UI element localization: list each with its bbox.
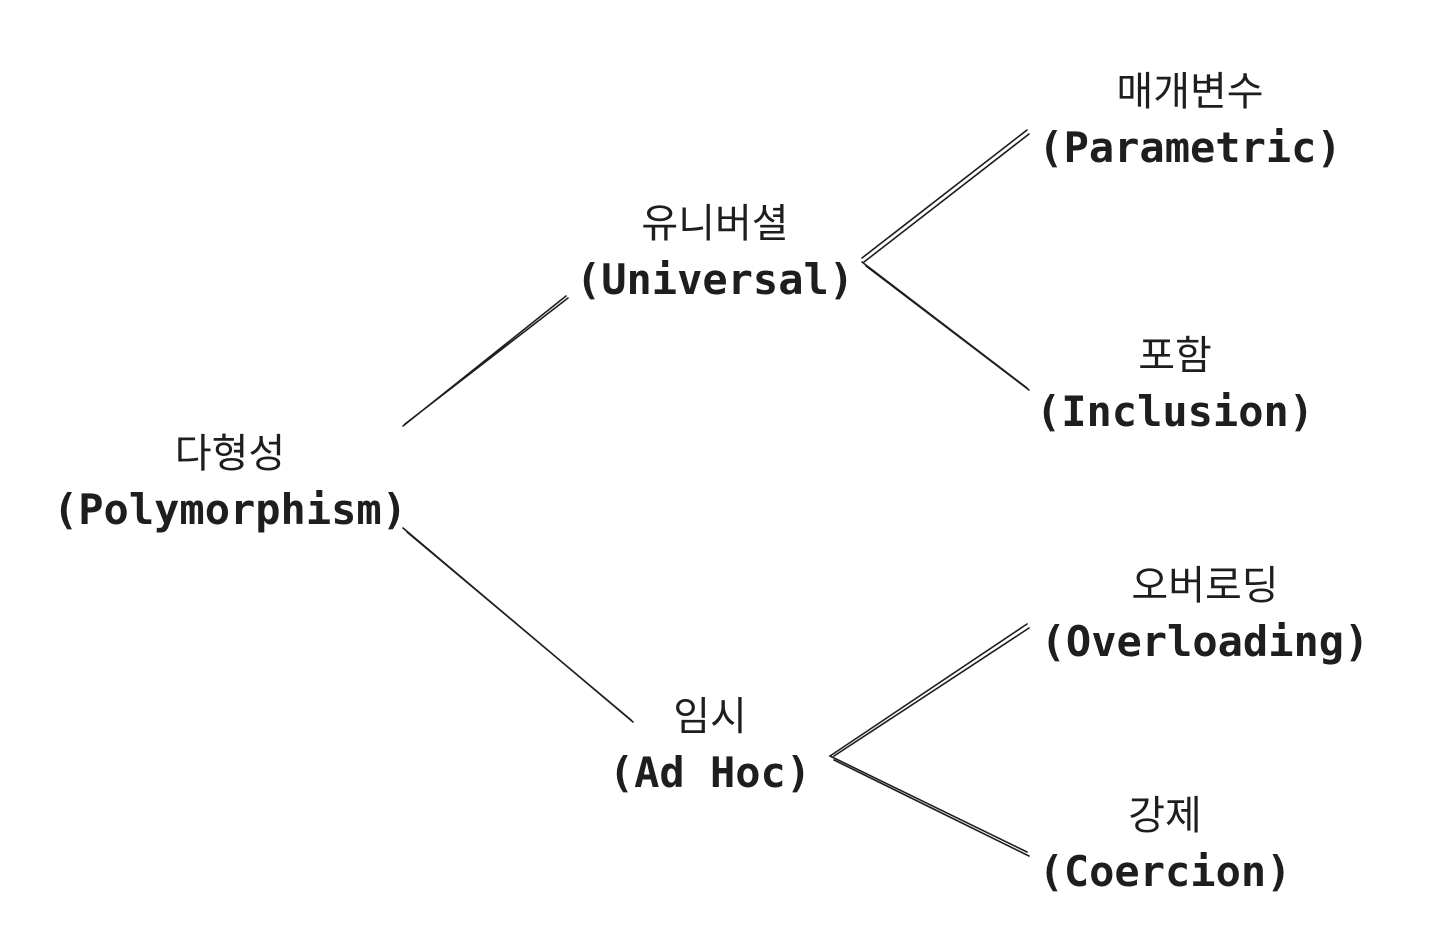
node-parametric: 매개변수 (Parametric) bbox=[1015, 64, 1365, 176]
node-inclusion-korean-label: 포함 bbox=[1138, 333, 1212, 379]
node-overloading-korean-label: 오버로딩 bbox=[1131, 563, 1279, 609]
node-universal-korean-label: 유니버셜 bbox=[641, 201, 789, 247]
node-coercion: 강제 (Coercion) bbox=[1015, 788, 1315, 900]
node-overloading: 오버로딩 (Overloading) bbox=[1015, 558, 1395, 670]
node-overloading-english-label: (Overloading) bbox=[1040, 617, 1370, 666]
node-polymorphism-english-label: (Polymorphism) bbox=[52, 485, 407, 534]
edge-universal-parametric bbox=[861, 129, 1030, 263]
edge-adhoc-coercion bbox=[829, 755, 1030, 857]
edge-root-universal bbox=[402, 295, 569, 427]
node-universal-english-label: (Universal) bbox=[575, 255, 855, 304]
node-inclusion: 포함 (Inclusion) bbox=[1015, 328, 1335, 440]
node-parametric-english-label: (Parametric) bbox=[1038, 123, 1342, 172]
edge-universal-inclusion bbox=[861, 261, 1030, 391]
node-ad-hoc-english-label: (Ad Hoc) bbox=[608, 748, 812, 797]
node-polymorphism: 다형성 (Polymorphism) bbox=[30, 426, 430, 538]
node-parametric-korean-label: 매개변수 bbox=[1116, 69, 1264, 115]
node-ad-hoc-korean-label: 임시 bbox=[673, 694, 747, 740]
node-coercion-english-label: (Coercion) bbox=[1038, 847, 1292, 896]
node-coercion-korean-label: 강제 bbox=[1128, 793, 1202, 839]
node-polymorphism-korean-label: 다형성 bbox=[174, 431, 286, 477]
edge-adhoc-overloading bbox=[829, 623, 1030, 757]
edge-root-adhoc bbox=[402, 527, 634, 723]
node-universal: 유니버셜 (Universal) bbox=[555, 196, 875, 308]
node-ad-hoc: 임시 (Ad Hoc) bbox=[585, 689, 835, 801]
node-inclusion-english-label: (Inclusion) bbox=[1035, 387, 1315, 436]
